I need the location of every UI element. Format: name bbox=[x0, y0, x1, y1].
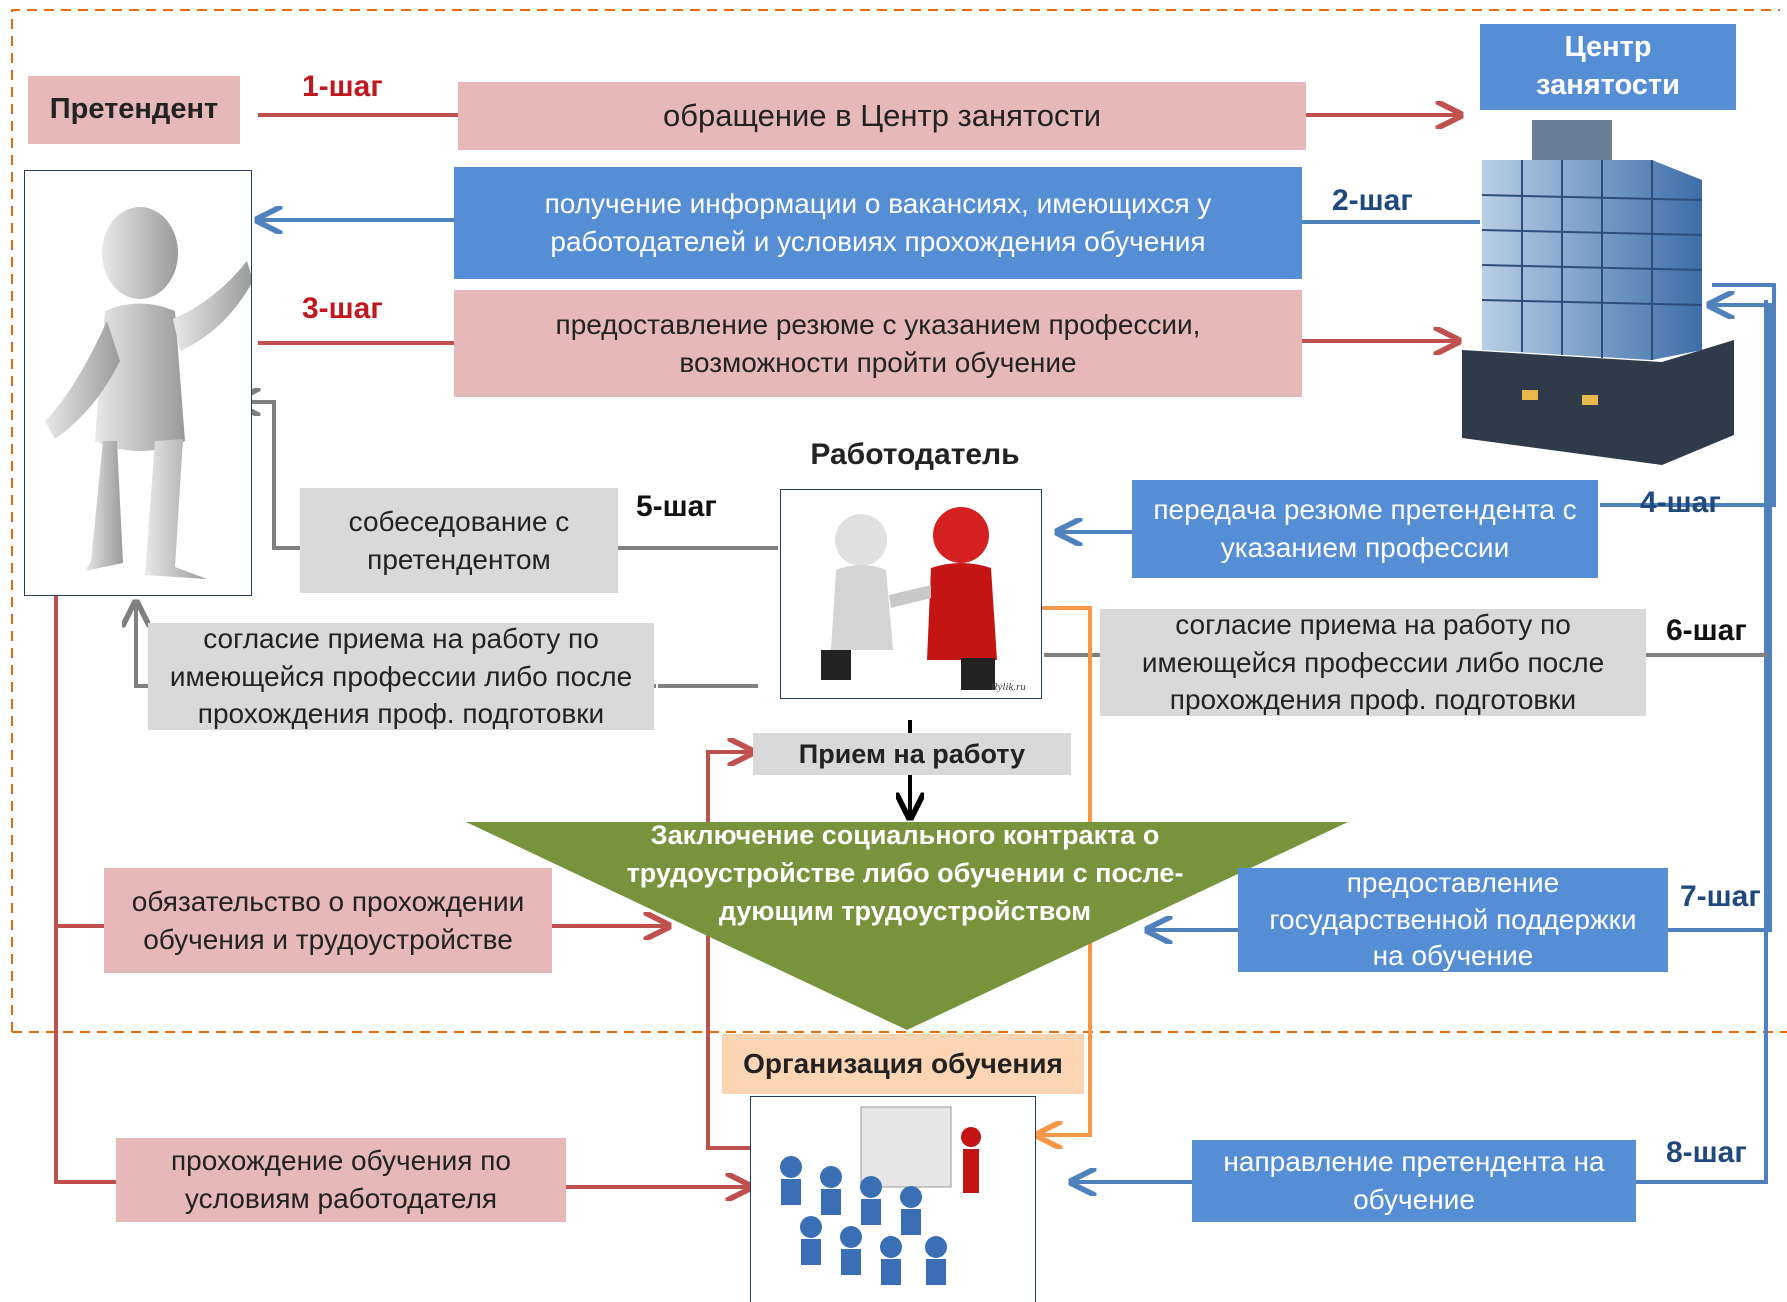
svg-text:Rylik.ru: Rylik.ru bbox=[990, 681, 1026, 693]
applicant-label: Претендент bbox=[28, 76, 240, 144]
office-building-icon bbox=[1462, 120, 1734, 465]
training-org-label: Организация обучения bbox=[722, 1034, 1084, 1094]
classroom-icon bbox=[780, 1106, 981, 1285]
step-5-label: 5-шаг bbox=[636, 490, 717, 523]
employer-label: Работодатель bbox=[810, 437, 1020, 471]
step-7-label: 7-шаг bbox=[1680, 880, 1761, 913]
training-box: прохождение обучения по условиям работод… bbox=[116, 1138, 566, 1222]
step-2-label: 2-шаг bbox=[1332, 184, 1413, 217]
contract-text: Заключение социального контракта о трудо… bbox=[626, 820, 1184, 926]
step-5-box: собеседование с претендентом bbox=[300, 488, 618, 593]
step-6-left-box: согласие приема на работу по имеющейся п… bbox=[148, 623, 654, 730]
employer-image: Rylik.ru bbox=[780, 489, 1042, 699]
step-6-right-box: согласие приема на работу по имеющейся п… bbox=[1100, 609, 1646, 716]
step-4-box: передача резюме претендента с указанием … bbox=[1132, 480, 1598, 578]
step-8-label: 8-шаг bbox=[1666, 1136, 1747, 1169]
center-label: Центр занятости bbox=[1480, 24, 1736, 110]
obligation-box: обязательство о прохождении обучения и т… bbox=[104, 868, 552, 973]
training-image bbox=[750, 1096, 1036, 1302]
step-1-box: обращение в Центр занятости bbox=[458, 82, 1306, 150]
step-8-box: направление претендента на обучение bbox=[1192, 1140, 1636, 1222]
step-6-label: 6-шаг bbox=[1666, 614, 1747, 647]
person-icon bbox=[45, 207, 251, 579]
step-2-box: получение информации о вакансиях, имеющи… bbox=[454, 167, 1302, 279]
handshake-icon: Rylik.ru bbox=[821, 507, 1026, 693]
hiring-box: Прием на работу bbox=[753, 733, 1071, 775]
building-image bbox=[1462, 120, 1740, 470]
step-3-label: 3-шаг bbox=[302, 292, 383, 325]
applicant-figure bbox=[24, 170, 252, 596]
step-7-box: предоставление государственной поддержки… bbox=[1238, 868, 1668, 972]
step-4-label: 4-шаг bbox=[1640, 486, 1721, 519]
step-1-label: 1-шаг bbox=[302, 70, 383, 103]
contract-triangle bbox=[466, 822, 1348, 1030]
step-3-box: предоставление резюме с указанием профес… bbox=[454, 290, 1302, 397]
